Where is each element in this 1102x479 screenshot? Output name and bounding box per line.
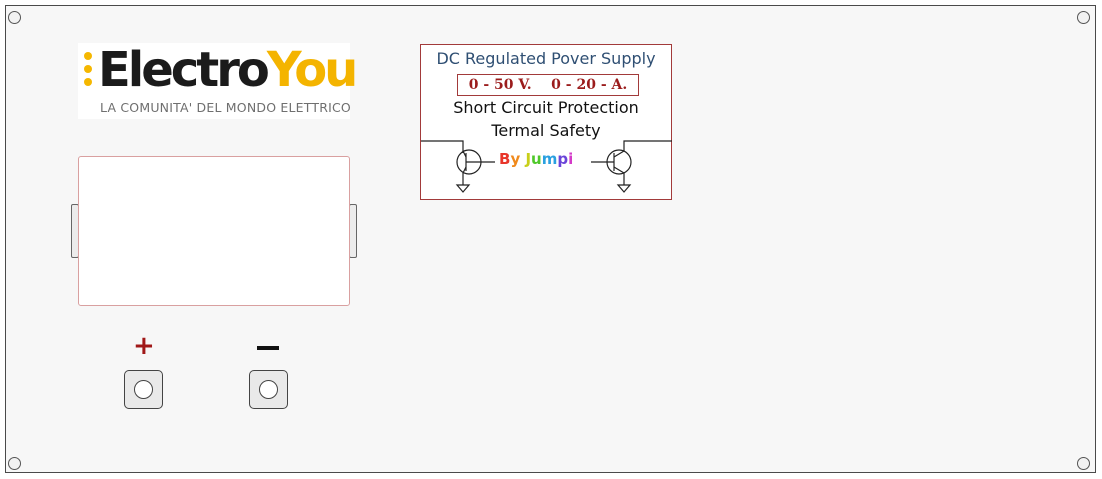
spec-label: DC Regulated Pover Supply 0 - 50 V. 0 - …: [420, 44, 672, 200]
signature-letter: p: [557, 150, 569, 168]
label-protection-text: Short Circuit Protection: [453, 98, 639, 117]
logo-dots-icon: [84, 49, 94, 89]
positive-terminal[interactable]: [124, 370, 163, 409]
label-range-box: 0 - 50 V. 0 - 20 - A.: [457, 74, 639, 96]
transistor-right-icon: [591, 140, 672, 193]
transistor-schematic: [421, 140, 672, 193]
label-safety-text: Termal Safety: [491, 121, 601, 140]
signature-letter: m: [541, 150, 558, 168]
label-signature: By Jumpi: [499, 150, 573, 168]
screw-top-right-icon: [1077, 11, 1090, 24]
signature-letter: u: [531, 150, 542, 168]
negative-terminal-label: [257, 346, 279, 350]
screw-bottom-left-icon: [8, 457, 21, 470]
label-title: DC Regulated Pover Supply: [436, 49, 656, 68]
signature-letter: J: [525, 150, 532, 168]
transistor-left-icon: [421, 140, 495, 193]
screw-top-left-icon: [8, 11, 21, 24]
signature-letter: y: [510, 150, 521, 168]
terminal-hole-icon: [134, 380, 153, 399]
logo-brand-you: You: [266, 42, 358, 98]
screw-bottom-right-icon: [1077, 457, 1090, 470]
signature-letter: B: [499, 150, 511, 168]
signature-letter: i: [568, 150, 574, 168]
terminal-hole-icon: [259, 380, 278, 399]
negative-terminal[interactable]: [249, 370, 288, 409]
electroyou-logo: ElectroYou LA COMUNITA' DEL MONDO ELETTR…: [78, 42, 358, 119]
display-bracket-right: [349, 204, 357, 258]
logo-tagline: LA COMUNITA' DEL MONDO ELETTRICO: [100, 100, 351, 115]
logo-brand-electro: Electro: [98, 42, 270, 98]
meter-display-window: [78, 156, 350, 306]
positive-terminal-label: +: [133, 331, 155, 361]
logo-brand: ElectroYou: [98, 41, 358, 99]
